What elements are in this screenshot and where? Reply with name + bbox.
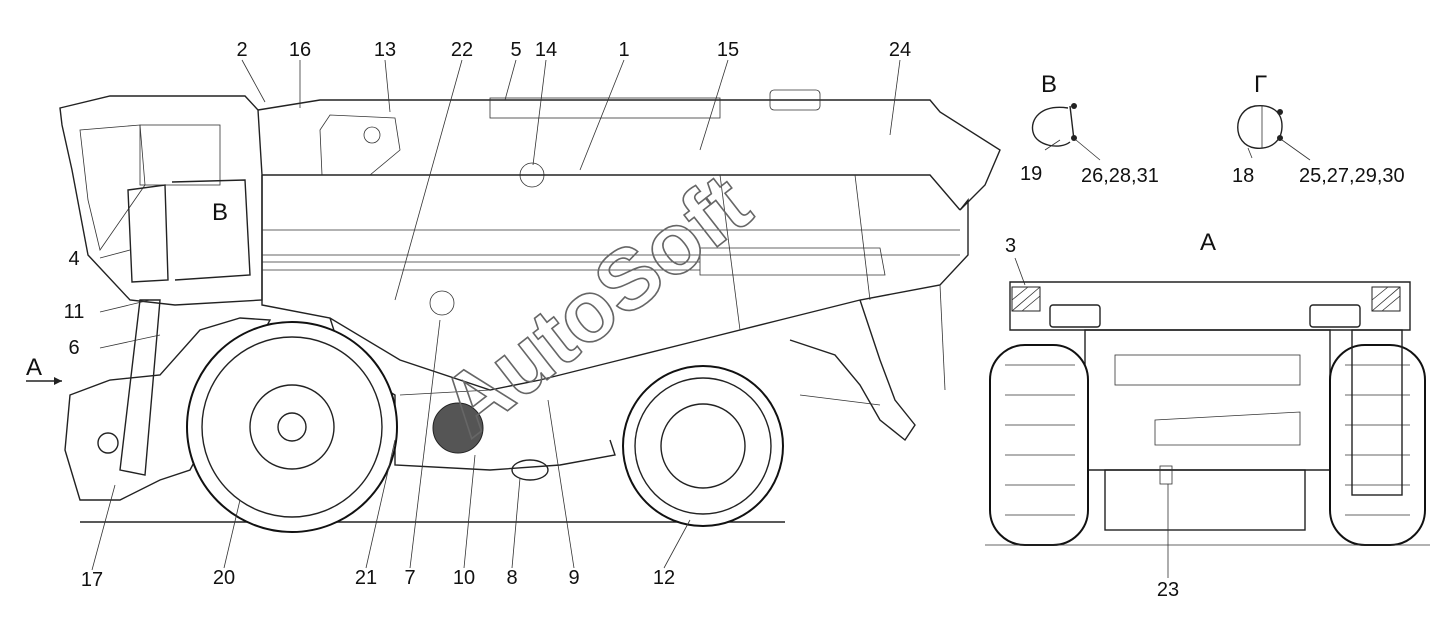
detail-b-fastener-labels: 26,28,31 [1081,165,1159,187]
body-divider [719,174,741,331]
right-reflector-hatch [1371,286,1401,312]
right-tread [1345,364,1410,516]
pivot-circle [363,126,381,144]
platform-railing [171,179,251,281]
callout-label: 14 [535,39,557,61]
frame-beam [399,389,491,396]
fastener-dot [1071,135,1077,141]
tank-cover [489,97,721,119]
leader-26 [1075,139,1101,161]
rear-view-title: А [1200,229,1216,256]
rear-ladder [1351,329,1403,496]
front-tyre-inner [201,336,383,518]
combine-side-view [59,89,1001,533]
callout-label: 21 [355,567,377,589]
rear-panel [1114,354,1301,386]
bottom-callouts: 17 20 21 7 10 8 9 12 [81,567,675,591]
left-callouts: 4 11 6 [64,248,85,359]
leader-18 [1247,147,1253,159]
fastener-dot [1277,135,1283,141]
detail-b: В 19 26,28,31 [1020,71,1159,187]
rear-axle-frame [1104,469,1306,531]
rear-upper-body [1009,281,1411,331]
fastener-dot [1277,109,1283,115]
detail-g-part-label: 18 [1232,165,1254,187]
cabin-window [79,124,146,251]
rear-view-label-3: 3 [1005,235,1016,257]
top-callouts: 2 16 13 22 5 14 1 15 24 [236,39,911,61]
callout-label: 24 [889,39,911,61]
fan-grille [432,402,484,454]
lamp-g-outline [1237,105,1283,149]
detail-b-title: В [1041,71,1057,98]
rear-link [799,394,881,406]
detail-g-fastener-labels: 25,27,29,30 [1299,165,1405,187]
callout-label: 15 [717,39,739,61]
cabin-outline [59,95,263,306]
detail-g: Г 18 25,27,29,30 [1232,71,1405,187]
callout-label: 6 [68,337,79,359]
callout-label: 7 [404,567,415,589]
view-arrow-a: А [26,354,62,385]
right-tail-light [1309,304,1361,328]
callout-label: 11 [64,301,85,323]
front-tyre [186,321,398,533]
callout-label: 17 [81,569,103,591]
leader-19 [1044,139,1061,151]
rear-tyre [622,365,784,527]
detail-g-title: Г [1254,71,1267,98]
callout-label: 9 [568,567,579,589]
left-tread [1005,364,1075,516]
hitch-bracket [1159,465,1173,485]
side-light [429,290,455,316]
cabin-handrail [127,184,169,283]
callout-label: 10 [453,567,475,589]
leader-25 [1281,139,1311,161]
header-lift-cylinder [119,299,161,476]
callout-label: 20 [213,567,235,589]
unloading-auger-pivot [319,114,401,176]
arrow-a-label: А [26,354,42,381]
left-tail-light [1049,304,1101,328]
rear-view-label-23: 23 [1157,579,1179,601]
callout-label: 1 [618,39,629,61]
callout-label: 22 [451,39,473,61]
rear-view-a: А 3 23 [985,229,1430,601]
rear-center-body [1084,329,1331,471]
callout-label: 13 [374,39,396,61]
tank-lower-edge [262,174,961,211]
grain-tank-top [257,99,1001,211]
main-body-outline [261,175,969,391]
straw-chopper [789,299,916,442]
rear-chute [1154,411,1301,446]
body-panel [699,247,886,276]
callout-label: 12 [653,567,675,589]
header-hub [97,432,119,454]
lamp-b-mount [1069,105,1075,141]
left-reflector-hatch [1011,286,1041,312]
callout-label: 2 [236,39,247,61]
rear-rim [660,403,746,489]
fastener-dot [1071,103,1077,109]
detail-b-part-label: 19 [1020,163,1042,185]
rear-tyre-inner [634,377,772,515]
rear-strut [939,284,946,391]
leader-lines [91,59,901,571]
callout-label: 4 [68,248,79,270]
tank-vent [769,89,821,111]
cabin-side-window [139,124,221,186]
callout-label: 5 [510,39,521,61]
leader-3 [1014,257,1026,286]
lamp-b-outline [1031,106,1071,147]
rear-axle-pivot [511,459,549,481]
callout-label: 16 [289,39,311,61]
body-divider-2 [854,174,871,301]
front-hub [277,412,307,442]
view-marker-b: В [212,199,228,226]
callout-label: 8 [506,567,517,589]
front-rim [249,384,335,470]
